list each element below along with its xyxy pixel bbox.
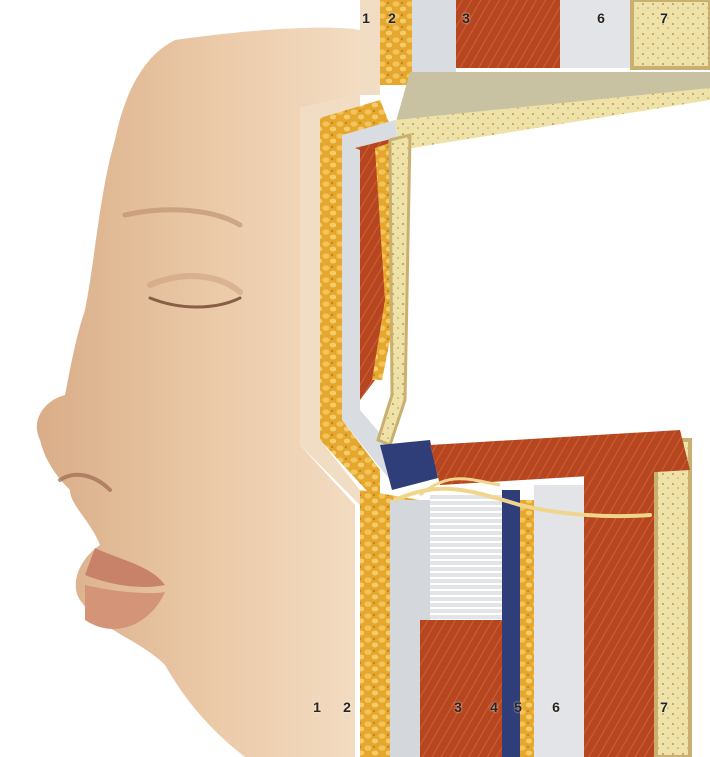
top-label-1: 1 <box>362 10 370 26</box>
bottom-label-2: 2 <box>343 699 351 715</box>
bottom-label-4: 4 <box>490 699 498 715</box>
upper-layer-band <box>360 0 710 150</box>
top-label-2: 2 <box>388 10 396 26</box>
bottom-label-1: 1 <box>313 699 321 715</box>
lower-layer-block <box>360 430 690 757</box>
top-label-6: 6 <box>597 10 605 26</box>
vertical-layer-column <box>300 95 410 505</box>
bottom-label-7: 7 <box>660 699 668 715</box>
bottom-label-5: 5 <box>514 699 522 715</box>
top-label-3: 3 <box>462 10 470 26</box>
bottom-label-6: 6 <box>552 699 560 715</box>
top-label-7: 7 <box>660 10 668 26</box>
bottom-label-3: 3 <box>454 699 462 715</box>
